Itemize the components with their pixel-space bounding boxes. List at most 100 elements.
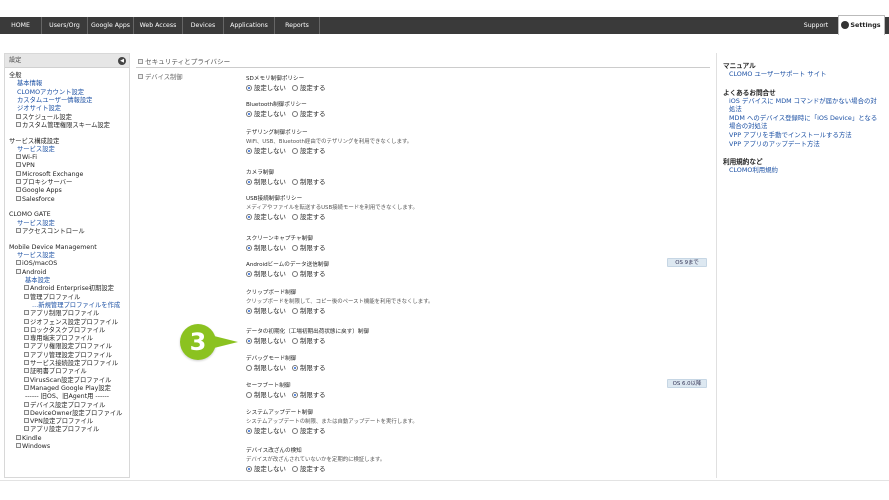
expand-plus-icon[interactable] bbox=[16, 170, 21, 176]
expand-plus-icon[interactable] bbox=[16, 268, 21, 274]
radio-label[interactable]: 制限する bbox=[299, 307, 326, 315]
sidebar-item-40[interactable]: デバイス設定プロファイル bbox=[24, 401, 105, 410]
radio-label[interactable]: 制限しない bbox=[254, 337, 286, 345]
expand-plus-icon[interactable] bbox=[16, 434, 21, 440]
nav-4[interactable]: Devices bbox=[183, 17, 224, 34]
sidebar-item-14[interactable]: Google Apps bbox=[16, 187, 62, 195]
settings-tab[interactable]: Settings bbox=[838, 15, 885, 35]
help-link[interactable]: 処法 bbox=[729, 105, 742, 114]
radio-label[interactable]: 設定する bbox=[299, 110, 326, 118]
expand-plus-icon[interactable] bbox=[24, 310, 29, 316]
radio-on-option[interactable] bbox=[291, 392, 298, 398]
help-link[interactable]: iOS デバイスに MDM コマンドが届かない場合の対 bbox=[729, 96, 877, 105]
sidebar-item-11[interactable]: VPN bbox=[16, 162, 35, 170]
radio-off-option[interactable] bbox=[246, 466, 252, 472]
sidebar-item-35[interactable]: サービス接続設定プロファイル bbox=[24, 360, 118, 368]
radio-label[interactable]: 制限しない bbox=[254, 364, 286, 372]
radio-label[interactable]: 制限しない bbox=[254, 307, 286, 315]
nav-support[interactable]: Support bbox=[803, 22, 829, 29]
sidebar-item-2[interactable]: CLOMOアカウント設定 bbox=[17, 89, 84, 97]
sidebar-item-27[interactable]: 管理プロファイル bbox=[24, 293, 80, 302]
radio-label[interactable]: 設定しない bbox=[254, 465, 286, 473]
nav-6[interactable]: Reports bbox=[275, 17, 320, 34]
radio-label[interactable]: 制限しない bbox=[254, 270, 286, 278]
radio-off-option[interactable] bbox=[246, 148, 252, 154]
expand-plus-icon[interactable] bbox=[16, 121, 21, 127]
expand-plus-icon[interactable] bbox=[24, 351, 29, 357]
radio-label[interactable]: 設定する bbox=[299, 84, 326, 92]
sidebar-item-15[interactable]: Salesforce bbox=[16, 195, 55, 204]
radio-label[interactable]: 設定する bbox=[299, 465, 326, 473]
radio-label[interactable]: 制限する bbox=[299, 178, 326, 186]
radio-off-option[interactable] bbox=[246, 428, 252, 434]
expand-plus-icon[interactable] bbox=[16, 195, 21, 201]
sidebar-item-41[interactable]: DeviceOwner設定プロファイル bbox=[24, 409, 122, 418]
sidebar-item-26[interactable]: Android Enterprise初期設定 bbox=[24, 285, 114, 293]
radio-on-option[interactable] bbox=[291, 271, 298, 277]
expand-plus-icon[interactable] bbox=[16, 162, 21, 168]
expand-plus-icon[interactable] bbox=[24, 426, 29, 432]
radio-on-option[interactable] bbox=[291, 148, 298, 154]
sidebar-item-3[interactable]: カスタムユーザー情報設定 bbox=[17, 97, 92, 105]
subsection-label[interactable]: デバイス制御 bbox=[138, 72, 183, 81]
expand-plus-icon[interactable] bbox=[16, 443, 21, 448]
radio-off-option[interactable] bbox=[246, 365, 252, 371]
help-link[interactable]: CLOMO利用規約 bbox=[729, 166, 778, 175]
sidebar-item-9[interactable]: サービス設定 bbox=[17, 146, 55, 154]
sidebar-item-45[interactable]: Windows bbox=[16, 443, 50, 451]
sidebar-item-1[interactable]: 基本情報 bbox=[17, 80, 42, 88]
sidebar-item-30[interactable]: ジオフェンス設定プロファイル bbox=[24, 318, 118, 327]
sidebar-item-12[interactable]: Microsoft Exchange bbox=[16, 170, 83, 179]
sidebar-item-18[interactable]: サービス設定 bbox=[17, 220, 55, 228]
help-link[interactable]: 場合の対処法 bbox=[729, 122, 768, 131]
help-link[interactable]: CLOMO ユーザーサポート サイト bbox=[729, 70, 827, 78]
expand-plus-icon[interactable] bbox=[16, 228, 21, 234]
sidebar-item-34[interactable]: アプリ管理設定プロファイル bbox=[24, 351, 112, 360]
sidebar-item-25[interactable]: 基本設定 bbox=[25, 277, 50, 285]
radio-label[interactable]: 設定しない bbox=[254, 427, 286, 435]
radio-label[interactable]: 制限する bbox=[299, 364, 326, 372]
expand-plus-icon[interactable] bbox=[24, 318, 29, 324]
radio-on-option[interactable] bbox=[291, 338, 298, 344]
expand-plus-icon[interactable] bbox=[16, 260, 21, 266]
sidebar-item-19[interactable]: アクセスコントロール bbox=[16, 228, 85, 236]
sidebar-item-31[interactable]: ロックタスクプロファイル bbox=[24, 326, 105, 335]
nav-3[interactable]: Web Access bbox=[134, 17, 183, 34]
sidebar-item-22[interactable]: サービス設定 bbox=[17, 252, 55, 260]
expand-plus-icon[interactable] bbox=[24, 343, 29, 349]
nav-5[interactable]: Applications bbox=[224, 17, 275, 34]
radio-off-option[interactable] bbox=[246, 111, 252, 117]
help-link[interactable]: VPP アプリのアップデート方法 bbox=[729, 139, 820, 148]
expand-plus-icon[interactable] bbox=[24, 401, 29, 407]
sidebar-item-28[interactable]: …新規管理プロファイルを作成 bbox=[32, 302, 120, 310]
nav-1[interactable]: Users/Org bbox=[42, 17, 88, 34]
expand-plus-icon[interactable] bbox=[24, 293, 29, 299]
sidebar-item-37[interactable]: VirusScan設定プロファイル bbox=[24, 376, 111, 385]
expand-plus-icon[interactable] bbox=[16, 154, 21, 160]
radio-off-option[interactable] bbox=[246, 271, 252, 277]
radio-label[interactable]: 設定する bbox=[299, 147, 326, 155]
expand-plus-icon[interactable] bbox=[24, 360, 29, 365]
expand-plus-icon[interactable] bbox=[24, 368, 29, 374]
radio-label[interactable]: 制限しない bbox=[254, 244, 286, 252]
expand-plus-icon[interactable] bbox=[16, 187, 21, 193]
sidebar-item-33[interactable]: アプリ権限設定プロファイル bbox=[24, 343, 112, 351]
sidebar-item-38[interactable]: Managed Google Play設定 bbox=[24, 384, 111, 393]
radio-on-option[interactable] bbox=[291, 111, 298, 117]
sidebar-item-43[interactable]: アプリ設定プロファイル bbox=[24, 426, 99, 434]
radio-off-option[interactable] bbox=[246, 338, 252, 344]
help-link[interactable]: VPP アプリを手動でインストールする方法 bbox=[729, 131, 852, 139]
radio-on-option[interactable] bbox=[291, 466, 298, 472]
sidebar-item-32[interactable]: 専用端末プロファイル bbox=[24, 335, 93, 343]
expand-plus-icon[interactable] bbox=[24, 335, 29, 341]
radio-off-option[interactable] bbox=[246, 214, 252, 220]
radio-label[interactable]: 制限する bbox=[299, 244, 326, 252]
radio-off-option[interactable] bbox=[246, 308, 252, 314]
sidebar-item-10[interactable]: Wi-Fi bbox=[16, 154, 37, 162]
radio-on-option[interactable] bbox=[291, 179, 298, 185]
radio-label[interactable]: 制限する bbox=[299, 270, 326, 278]
expand-plus-icon[interactable] bbox=[24, 326, 29, 332]
radio-label[interactable]: 制限する bbox=[299, 391, 326, 399]
radio-off-option[interactable] bbox=[246, 179, 252, 185]
radio-label[interactable]: 設定しない bbox=[254, 84, 286, 92]
